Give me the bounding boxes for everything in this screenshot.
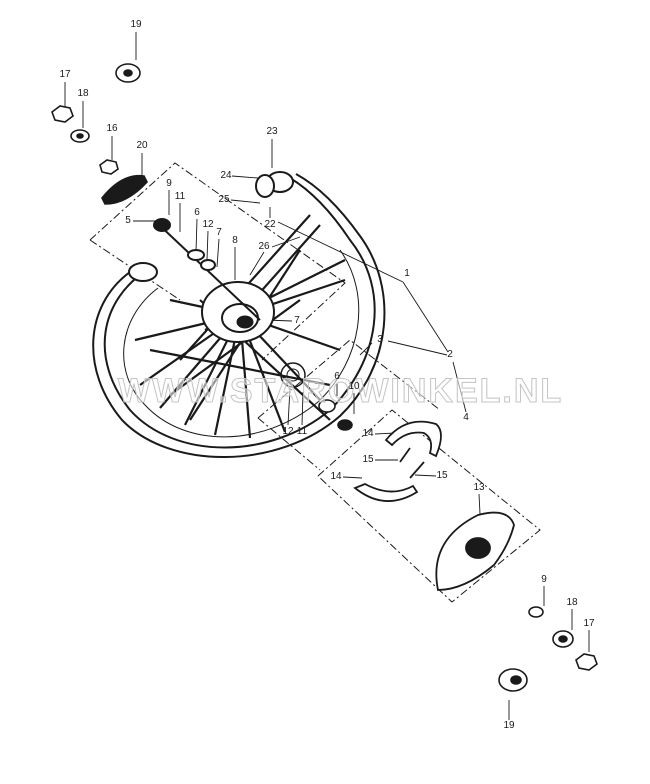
- callout-17: 17: [583, 618, 595, 629]
- callout-20: 20: [136, 140, 148, 151]
- callout-5: 5: [125, 215, 131, 226]
- callout-11: 11: [174, 191, 186, 202]
- callout-22: 22: [264, 219, 276, 230]
- assembly-outline-brake: [257, 339, 541, 603]
- callout-8: 8: [232, 235, 238, 246]
- callout-12: 12: [282, 426, 294, 437]
- callout-19: 19: [503, 720, 515, 731]
- callout-15: 15: [362, 454, 374, 465]
- callout-9: 9: [541, 574, 547, 585]
- callout-2: 2: [447, 349, 453, 360]
- callout-14: 14: [362, 428, 374, 439]
- callout-3: 3: [377, 334, 383, 345]
- callout-9: 9: [166, 178, 172, 189]
- hardware-top: [51, 63, 148, 205]
- brake-panel: [435, 511, 515, 591]
- hub: [201, 281, 275, 343]
- tire: [92, 173, 386, 458]
- callout-19: 19: [130, 19, 142, 30]
- collar-and-nut: [318, 399, 353, 431]
- valve-assembly: [255, 174, 275, 198]
- callout-6: 6: [194, 207, 200, 218]
- callout-15: 15: [436, 470, 448, 481]
- bearing-ring: [280, 362, 306, 388]
- callout-10: 10: [348, 381, 360, 392]
- callout-11: 11: [296, 426, 308, 437]
- callout-12: 12: [202, 219, 214, 230]
- callout-7: 7: [216, 227, 222, 238]
- callout-1: 1: [404, 268, 410, 279]
- watermark: WWW.STAROWINKEL.NL: [117, 372, 564, 411]
- callout-16: 16: [106, 123, 118, 134]
- callout-7: 7: [294, 315, 300, 326]
- callout-18: 18: [566, 597, 578, 608]
- callout-25: 25: [218, 194, 230, 205]
- callout-23: 23: [266, 126, 278, 137]
- callout-13: 13: [473, 482, 485, 493]
- callout-24: 24: [220, 170, 232, 181]
- axle: [153, 218, 261, 321]
- leader-lines: [64, 32, 590, 720]
- callout-4: 4: [463, 412, 469, 423]
- callout-17: 17: [59, 69, 71, 80]
- hardware-bottom: [498, 606, 598, 692]
- callout-26: 26: [258, 241, 270, 252]
- callout-6: 6: [334, 371, 340, 382]
- brake-shoes: [353, 420, 442, 502]
- tire-cut-end: [128, 262, 158, 282]
- callout-18: 18: [77, 88, 89, 99]
- callout-14: 14: [330, 471, 342, 482]
